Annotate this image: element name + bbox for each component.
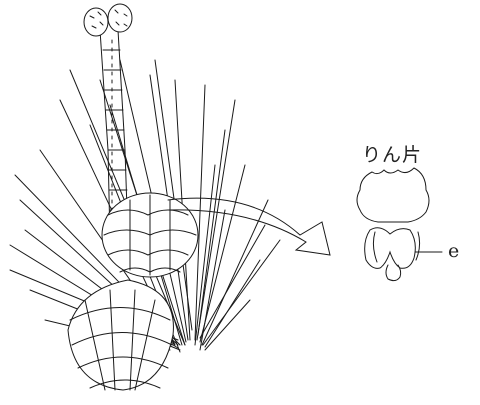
part-e-label: e [448,240,459,262]
young-cone [102,193,198,277]
scale-label: りん片 [362,140,422,167]
shoot-buds [84,4,132,36]
mature-cone [68,280,173,390]
scale-illustration [357,168,442,281]
